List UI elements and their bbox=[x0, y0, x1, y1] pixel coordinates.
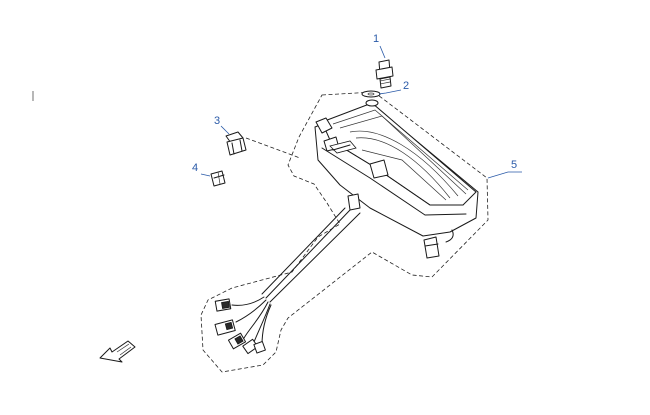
connector-plug-5 bbox=[253, 341, 266, 354]
part-2-washer bbox=[361, 90, 381, 98]
connector-plug-2 bbox=[214, 319, 236, 336]
leader-4 bbox=[200, 173, 211, 177]
callout-4[interactable]: 4 bbox=[192, 162, 199, 174]
wiring-harness bbox=[214, 207, 361, 355]
leader-2 bbox=[378, 89, 402, 95]
part-4-nut bbox=[210, 170, 226, 187]
part-3-grommet bbox=[225, 131, 247, 156]
speedometer-housing bbox=[314, 99, 479, 259]
callout-2[interactable]: 2 bbox=[403, 80, 410, 92]
leader-5 bbox=[487, 171, 522, 179]
connector-plug-1 bbox=[214, 298, 232, 312]
callout-5[interactable]: 5 bbox=[511, 159, 518, 171]
leader-3 bbox=[220, 125, 230, 135]
front-direction-arrow-icon bbox=[99, 340, 136, 363]
assembly-outline-dashed bbox=[200, 91, 489, 373]
callout-3[interactable]: 3 bbox=[214, 115, 221, 127]
connector-plug-4 bbox=[242, 338, 259, 355]
leader-dashed-washer bbox=[245, 137, 301, 159]
connector-plug-3 bbox=[227, 332, 247, 350]
leader-1 bbox=[379, 45, 386, 59]
part-1-screw bbox=[375, 59, 394, 89]
callout-1[interactable]: 1 bbox=[373, 33, 380, 45]
